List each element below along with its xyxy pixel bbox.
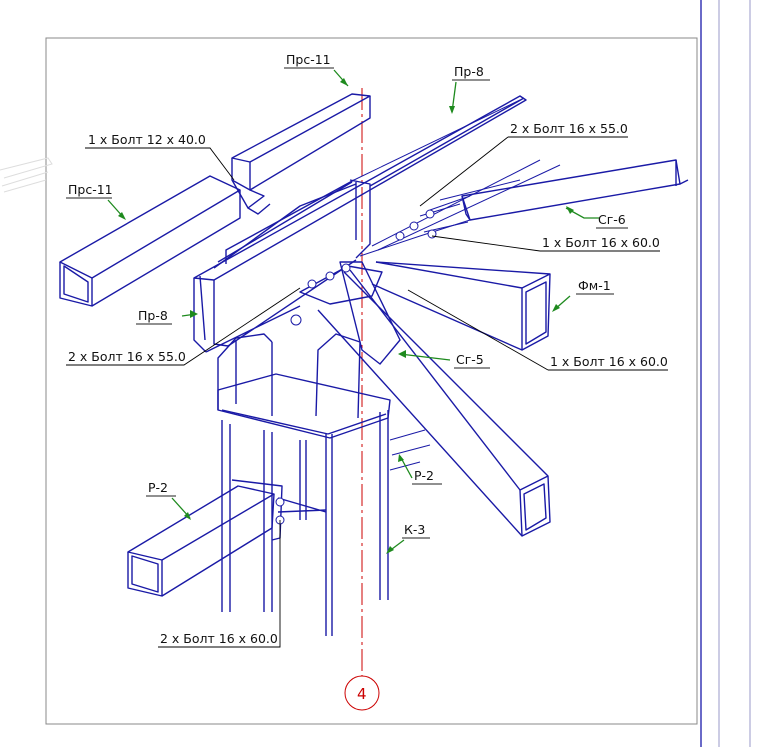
column-k3 bbox=[221, 410, 431, 636]
label-bolt-16x60-mid: 1 х Болт 16 х 60.0 bbox=[542, 235, 660, 250]
label-bolt-16x60-right: 1 х Болт 16 х 60.0 bbox=[550, 354, 668, 369]
purlin-prs11-upper bbox=[231, 93, 371, 215]
label-bolt-16x55-top: 2 х Болт 16 х 55.0 bbox=[510, 121, 628, 136]
label-fm1: Фм-1 bbox=[578, 278, 611, 293]
label-r2-right: Р-2 bbox=[414, 468, 434, 483]
label-pr8-left: Пр-8 bbox=[138, 308, 168, 323]
label-pr8-top: Пр-8 bbox=[454, 64, 484, 79]
brace-sg6 bbox=[419, 159, 689, 233]
brace-sg5 bbox=[317, 261, 551, 537]
bolts bbox=[275, 209, 437, 525]
label-k3: К-3 bbox=[404, 522, 425, 537]
label-bolt-12x40: 1 х Болт 12 х 40.0 bbox=[88, 132, 206, 147]
label-sg5: Сг-5 bbox=[456, 352, 484, 367]
node-gusset bbox=[299, 219, 471, 305]
label-bolt-16x55-left: 2 х Болт 16 х 55.0 bbox=[68, 349, 186, 364]
column-head bbox=[217, 333, 391, 439]
axis-marker-number: 4 bbox=[357, 685, 367, 703]
label-prs11-top: Прс-11 bbox=[286, 52, 331, 67]
callout-leaders bbox=[107, 69, 600, 554]
axis-centerline bbox=[344, 88, 380, 711]
sheet-frame bbox=[0, 0, 751, 747]
rafter-pr8 bbox=[193, 95, 527, 353]
label-r2-left: Р-2 bbox=[148, 480, 168, 495]
label-prs11-left: Прс-11 bbox=[68, 182, 113, 197]
label-bolt-16x60-bottom: 2 х Болт 16 х 60.0 bbox=[160, 631, 278, 646]
purlin-prs11-left bbox=[59, 175, 241, 307]
label-sg6: Сг-6 bbox=[598, 212, 626, 227]
label-underlines bbox=[66, 67, 628, 539]
leader-lines bbox=[66, 136, 668, 648]
beam-fm1 bbox=[371, 261, 551, 351]
strut-r2-left bbox=[127, 479, 283, 597]
